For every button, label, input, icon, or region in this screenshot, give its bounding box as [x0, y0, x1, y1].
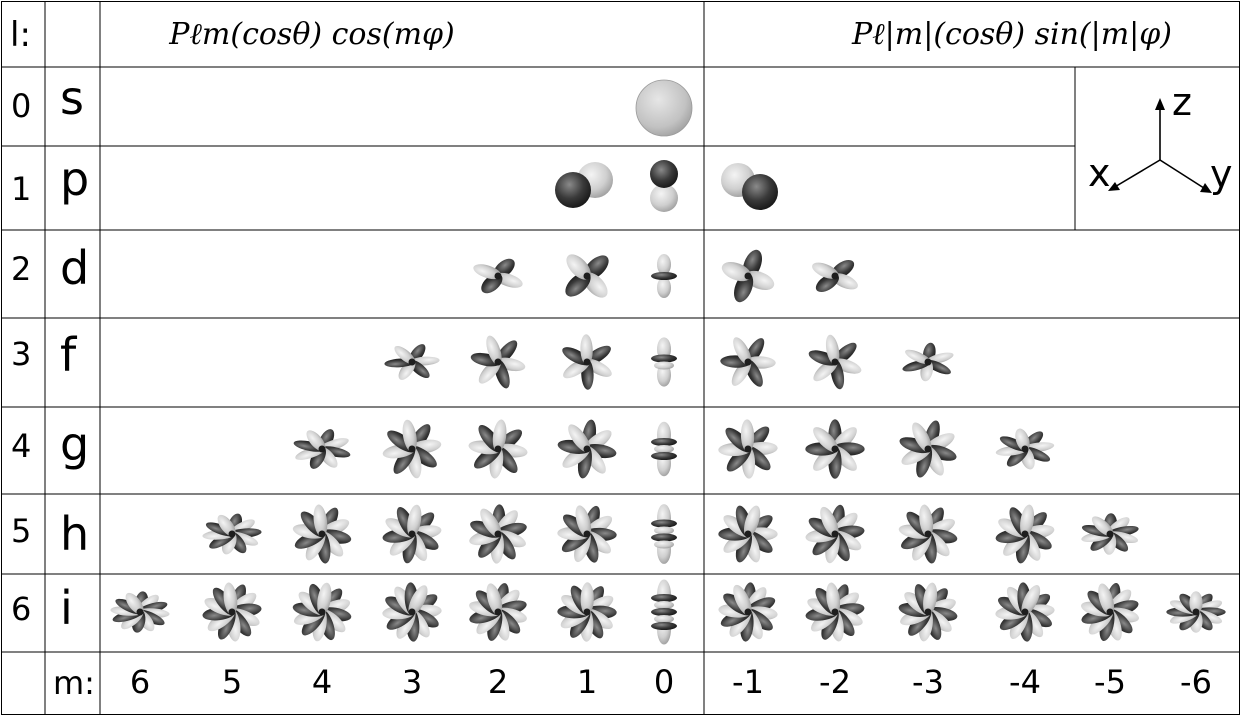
m-label-neg6: -6: [1180, 663, 1212, 701]
orbital-g-m-2: [468, 419, 528, 479]
row-l-0: 0: [11, 87, 31, 125]
orbital-h-m-neg1: [718, 505, 778, 563]
orbital-h-m-1: [557, 505, 617, 563]
m-label-3: 3: [402, 663, 422, 701]
sin-column-formula: Pℓ|m|(cosθ) sin(|m|φ): [851, 17, 1172, 52]
orbital-d-m-1: [565, 254, 609, 298]
m-label-neg1: -1: [732, 663, 764, 701]
m-row-label: m:: [53, 664, 95, 702]
m-label-neg3: -3: [912, 663, 944, 701]
row-letter-g: g: [60, 417, 89, 471]
orbital-i-m-2: [469, 583, 527, 641]
m-label-4: 4: [312, 663, 332, 701]
orbital-d-m-neg2: [812, 259, 858, 293]
axes-arrowheads: [1108, 98, 1212, 193]
orbital-h-m-neg5: [1081, 513, 1139, 555]
orbital-i-m-neg1: [718, 582, 778, 642]
row-letter-i: i: [60, 581, 73, 635]
axis-x-label: x: [1088, 151, 1111, 195]
orbital-i-m-3: [382, 582, 442, 642]
orbital-f-m-neg3: [902, 342, 954, 382]
orbital-g-m-neg2: [805, 419, 865, 479]
orbital-p-m-neg1: [721, 163, 778, 210]
m-label-neg5: -5: [1094, 663, 1126, 701]
orbital-i-m-5: [202, 582, 262, 642]
m-label-2: 2: [488, 663, 508, 701]
orbital-i-m-neg5: [1080, 582, 1140, 642]
row-l-5: 5: [11, 512, 31, 550]
m-label-5: 5: [222, 663, 242, 701]
m-value-labels: 6 5 4 3 2 1 0 -1 -2 -3 -4 -5 -6: [130, 663, 1212, 701]
orbital-g-m-neg1: [718, 419, 778, 479]
orbital-f-m-3: [384, 344, 440, 380]
orbital-h-m-neg2: [805, 504, 865, 564]
orbital-i-m-0: [651, 579, 677, 645]
row-letter-d: d: [60, 241, 89, 295]
orbital-h-m-0: [651, 504, 677, 564]
row-l-1: 1: [11, 170, 31, 208]
orbital-f-m-neg1: [720, 337, 776, 387]
orbital-f-m-0: [651, 337, 677, 387]
orbital-i-m-neg4: [995, 582, 1055, 642]
m-label-1: 1: [577, 663, 597, 701]
orbital-g-m-neg3: [899, 420, 957, 478]
row-letter-p: p: [60, 152, 89, 206]
orbital-g-m-3: [382, 419, 442, 479]
orbital-h-m-3: [382, 504, 442, 564]
orbital-g-m-1: [557, 419, 617, 479]
orbital-i-m-6: [110, 591, 170, 633]
orbital-p-m-0: [650, 160, 678, 212]
m-label-0: 0: [654, 663, 674, 701]
orbital-d-m-2: [473, 258, 523, 294]
orbital-f-m-neg2: [808, 334, 862, 390]
m-label-neg4: -4: [1009, 663, 1041, 701]
row-l-4: 4: [11, 427, 31, 465]
orbital-f-m-2: [470, 335, 526, 389]
orbital-i-m-neg6: [1166, 591, 1226, 633]
orbital-g-m-4: [293, 429, 351, 469]
orbital-g-m-0: [651, 421, 677, 477]
orbital-shapes: [110, 79, 1226, 645]
l-column-label: l:: [10, 15, 31, 55]
orbital-i-m-neg2: [805, 582, 865, 642]
row-l-2: 2: [11, 250, 31, 288]
orbital-i-m-neg3: [898, 582, 958, 642]
orbital-h-m-2: [469, 504, 527, 564]
orbital-h-m-5: [202, 513, 262, 555]
axis-y-label: y: [1210, 152, 1233, 196]
row-letter-h: h: [60, 507, 89, 561]
orbital-h-m-neg4: [995, 504, 1055, 564]
orbital-s-m-0: [635, 79, 693, 137]
row-letter-f: f: [60, 328, 78, 382]
orbital-h-m-4: [292, 504, 352, 564]
cos-column-formula: Pℓm(cosθ) cos(mφ): [168, 17, 455, 52]
axes-icon: [1112, 104, 1208, 191]
orbital-f-m-1: [562, 334, 612, 390]
orbital-g-m-neg4: [995, 428, 1055, 470]
row-l-3: 3: [11, 335, 31, 373]
m-label-neg2: -2: [819, 663, 851, 701]
row-letter-s: s: [60, 71, 84, 125]
axis-z-label: z: [1172, 80, 1192, 124]
orbital-h-m-neg3: [898, 504, 958, 564]
orbital-p-m-1: [555, 162, 613, 208]
row-l-6: 6: [11, 590, 31, 628]
orbital-d-m-0: [651, 253, 677, 299]
m-label-6: 6: [130, 663, 150, 701]
orbital-i-m-1: [557, 582, 617, 642]
orbital-i-m-4: [292, 582, 352, 642]
orbital-d-m-neg1: [721, 249, 775, 303]
